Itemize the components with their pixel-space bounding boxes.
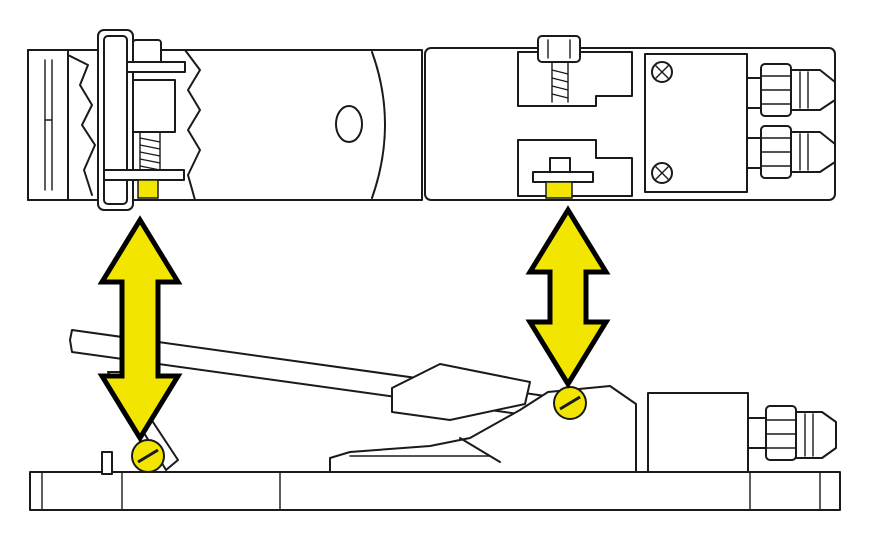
side-right-block <box>647 392 749 473</box>
top-upper-thread <box>551 61 569 103</box>
side-connector <box>747 405 837 461</box>
double-arrow-icon <box>97 215 183 443</box>
top-clamp-base <box>103 169 185 181</box>
side-base-plate <box>29 471 841 511</box>
double-arrow-icon <box>525 205 611 389</box>
x-screw-icon <box>651 61 673 83</box>
top-lower-nut <box>549 157 571 173</box>
x-screw-icon <box>651 162 673 184</box>
top-left-thread <box>139 131 161 171</box>
side-left-post <box>101 451 113 475</box>
side-handle-block <box>391 363 531 421</box>
top-lower-plate <box>532 171 594 183</box>
top-clamp-inner <box>103 35 128 205</box>
top-arc <box>371 51 386 199</box>
side-middle-diagonal <box>459 437 501 463</box>
top-view <box>27 29 836 211</box>
top-connector-upper <box>746 63 836 117</box>
top-oval-hole <box>335 105 363 143</box>
side-view <box>29 329 841 511</box>
top-clamp-block <box>132 79 176 133</box>
top-right-contact-pad <box>545 181 573 199</box>
slotted-screw-icon <box>131 439 165 473</box>
top-clamp-plate <box>126 61 186 73</box>
top-left-cap <box>27 49 69 201</box>
left-double-arrow <box>97 215 183 443</box>
top-upper-jaw <box>517 51 633 107</box>
top-connector-lower <box>746 125 836 179</box>
right-double-arrow <box>525 205 611 389</box>
top-break-left <box>67 54 96 196</box>
top-left-contact-pad <box>137 179 159 199</box>
top-break-mid <box>184 49 201 201</box>
slotted-screw-icon <box>553 386 587 420</box>
top-upper-knob <box>537 35 581 63</box>
